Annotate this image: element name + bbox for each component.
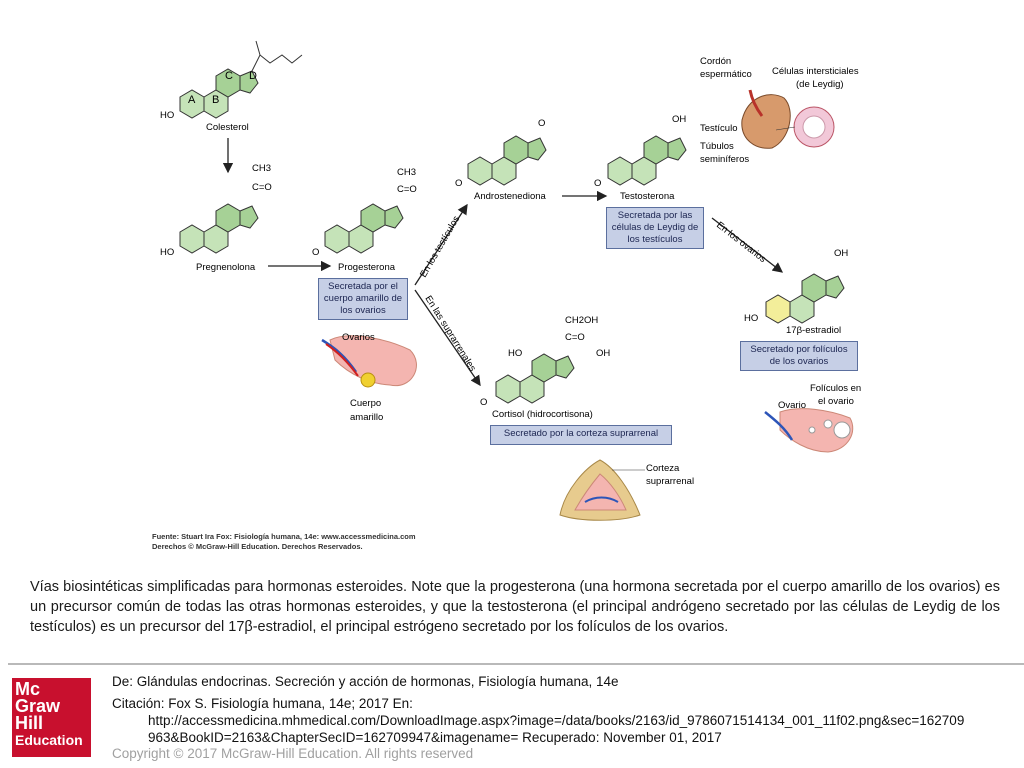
pathway-suprarrenales: En las suprarrenales xyxy=(422,294,478,374)
label-ovario: Ovario xyxy=(778,400,806,411)
atom-oh-testosterona: OH xyxy=(672,114,686,125)
atom-o-cortisol: O xyxy=(480,397,487,408)
molecule-pregnenolona xyxy=(179,203,259,254)
atom-co-progesterona: C=O xyxy=(397,184,417,195)
atom-oh-cortisol: OH xyxy=(596,348,610,359)
footer-citacion: Citación: Fox S. Fisiología humana, 14e;… xyxy=(112,696,413,711)
atom-ho-cortisol: HO xyxy=(508,348,522,359)
footer-de: De: Glándulas endocrinas. Secreción y ac… xyxy=(112,674,619,689)
box-estradiol: Secretado por folículos de los ovarios xyxy=(740,341,858,371)
atom-ch3-pregnenolona: CH3 xyxy=(252,163,271,174)
atom-ch3-progesterona: CH3 xyxy=(397,167,416,178)
ovary-follicles-illustration xyxy=(764,408,854,453)
footer-url-1[interactable]: http://accessmedicina.mhmedical.com/Down… xyxy=(148,713,965,728)
steroid-pathway-diagram: A B C D HO Colesterol CH3 C=O HO Pregnen… xyxy=(152,40,861,551)
testis-illustration xyxy=(741,89,835,149)
molecule-estradiol xyxy=(765,273,845,324)
molecule-colesterol xyxy=(179,40,303,119)
box-testosterona: Secretada por las células de Leydig de l… xyxy=(606,207,704,249)
box-cortisol: Secretado por la corteza suprarrenal xyxy=(490,425,672,445)
label-celulas-2: (de Leydig) xyxy=(796,79,844,90)
molecule-progesterona xyxy=(324,203,404,254)
logo-line-2: Graw xyxy=(15,696,61,716)
atom-o-androstenediona: O xyxy=(455,178,462,189)
arrow-testosterona-estradiol xyxy=(711,217,784,273)
source-line-2: Derechos © McGraw-Hill Education. Derech… xyxy=(152,542,363,551)
footer-url-2[interactable]: 963&BookID=2163&ChapterSecID=162709947&i… xyxy=(148,730,722,745)
pathway-testiculos: En los testículos xyxy=(418,214,462,280)
label-testosterona: Testosterona xyxy=(620,191,675,202)
label-tubulos-1: Túbulos xyxy=(700,141,734,152)
atom-co-cortisol: C=O xyxy=(565,332,585,343)
molecule-testosterona xyxy=(607,135,687,186)
label-tubulos-2: seminíferos xyxy=(700,154,749,165)
label-celulas-1: Células intersticiales xyxy=(772,66,859,77)
source-line-1: Fuente: Stuart Ira Fox: Fisiología human… xyxy=(152,532,416,541)
label-cordon-1: Cordón xyxy=(700,56,731,67)
label-progesterona: Progesterona xyxy=(338,262,396,273)
label-corteza-1: Corteza xyxy=(646,463,680,474)
logo-line-1: Mc xyxy=(15,679,41,699)
atom-co-pregnenolona: C=O xyxy=(252,182,272,193)
atom-ho-estradiol: HO xyxy=(744,313,758,324)
label-corteza-2: suprarrenal xyxy=(646,476,694,487)
box-progesterona: Secretada por el cuerpo amarillo de los … xyxy=(318,278,408,320)
ring-letter-a: A xyxy=(188,94,196,106)
label-ovarios: Ovarios xyxy=(342,332,375,343)
footer-copyright: Copyright © 2017 McGraw-Hill Education. … xyxy=(112,746,474,761)
label-pregnenolona: Pregnenolona xyxy=(196,262,256,273)
label-estradiol: 17β-estradiol xyxy=(786,325,841,336)
label-cuerpo-2: amarillo xyxy=(350,412,383,423)
atom-o-progesterona: O xyxy=(312,247,319,258)
ring-letter-d: D xyxy=(249,70,257,82)
ring-letter-c: C xyxy=(225,70,233,82)
label-colesterol: Colesterol xyxy=(206,122,249,133)
ovary-illustration xyxy=(321,335,417,388)
ring-letter-b: B xyxy=(212,94,219,106)
atom-ch2oh-cortisol: CH2OH xyxy=(565,315,598,326)
label-androstenediona: Androstenediona xyxy=(474,191,547,202)
logo-line-4: Education xyxy=(15,732,83,748)
figure-caption: Vías biosintéticas simplificadas para ho… xyxy=(30,579,1000,635)
molecule-cortisol xyxy=(495,353,575,404)
label-cordon-2: espermático xyxy=(700,69,752,80)
molecule-androstenediona xyxy=(467,135,547,186)
adrenal-illustration xyxy=(559,459,645,521)
mcgraw-hill-logo: Mc Graw Hill Education xyxy=(12,678,91,757)
atom-o-testosterona: O xyxy=(594,178,601,189)
pathway-ovarios: En los ovarios xyxy=(714,220,768,266)
label-testiculo: Testículo xyxy=(700,123,738,134)
arrow-progesterona-androstenediona xyxy=(414,203,468,286)
atom-ho-pregnenolona: HO xyxy=(160,247,174,258)
logo-line-3: Hill xyxy=(15,713,44,733)
footer-divider xyxy=(8,663,1024,665)
label-cortisol: Cortisol (hidrocortisona) xyxy=(492,409,593,420)
label-cuerpo-1: Cuerpo xyxy=(350,398,381,409)
atom-o-androstenediona-top: O xyxy=(538,118,545,129)
label-foliculos-1: Folículos en xyxy=(810,383,861,394)
label-foliculos-2: el ovario xyxy=(818,396,854,407)
atom-oh-estradiol: OH xyxy=(834,248,848,259)
arrow-progesterona-cortisol xyxy=(414,289,481,387)
atom-ho-colesterol: HO xyxy=(160,110,174,121)
